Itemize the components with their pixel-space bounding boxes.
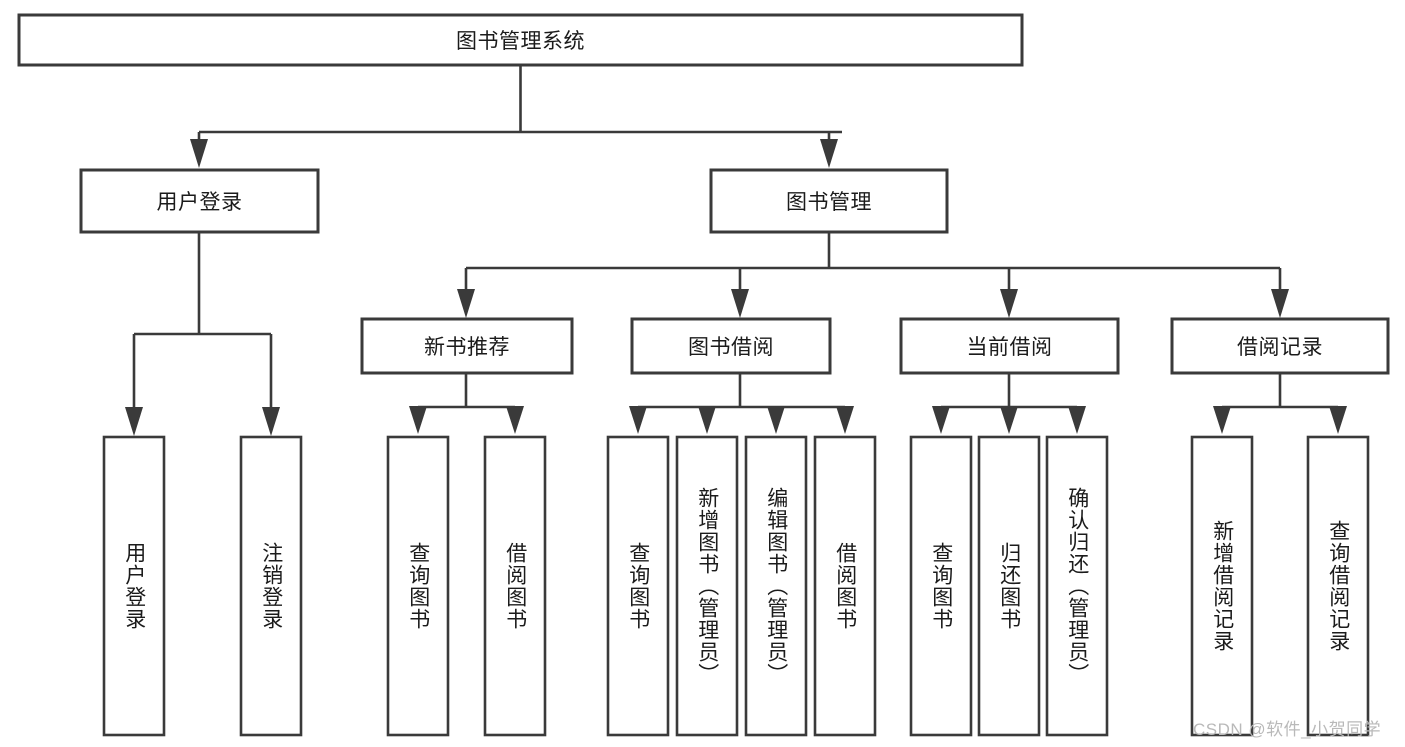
- node-user-login-box[interactable]: [79, 168, 320, 234]
- arrow-to-leaf-user-logout-icon: [262, 407, 280, 436]
- arrow-to-leaf-borrow-book-2-icon: [836, 406, 854, 434]
- node-leaf-query-book-2-box[interactable]: [606, 435, 670, 737]
- arrow-root-to-user-login-icon: [190, 139, 208, 168]
- node-leaf-add-book-box[interactable]: [675, 435, 739, 737]
- node-leaf-user-login-box[interactable]: [102, 435, 166, 737]
- arrow-root-to-book-manage-icon: [820, 139, 838, 168]
- node-leaf-borrow-book-2-box[interactable]: [813, 435, 877, 737]
- node-leaf-edit-book-box[interactable]: [744, 435, 808, 737]
- node-leaf-user-logout-box[interactable]: [239, 435, 303, 737]
- node-borrow-record-box[interactable]: [1170, 317, 1390, 375]
- arrow-to-leaf-add-book-icon: [698, 406, 716, 434]
- node-leaf-confirm-return-box[interactable]: [1045, 435, 1109, 737]
- arrow-to-book-borrow-icon: [731, 289, 749, 318]
- arrow-to-leaf-confirm-return-icon: [1068, 406, 1086, 434]
- arrow-to-leaf-user-login-icon: [125, 407, 143, 436]
- node-leaf-query-record-box[interactable]: [1306, 435, 1370, 737]
- arrow-to-new-book-recommend-icon: [457, 289, 475, 318]
- arrow-to-leaf-return-book-icon: [1000, 406, 1018, 434]
- node-current-borrow-box[interactable]: [899, 317, 1120, 375]
- node-book-borrow-box[interactable]: [630, 317, 832, 375]
- node-leaf-query-book-3-box[interactable]: [909, 435, 973, 737]
- arrow-to-borrow-record-icon: [1271, 289, 1289, 318]
- arrow-to-leaf-query-book-1-icon: [409, 406, 427, 434]
- arrow-to-leaf-query-book-3-icon: [932, 406, 950, 434]
- node-new-book-recommend-box[interactable]: [360, 317, 574, 375]
- node-leaf-query-book-1-box[interactable]: [386, 435, 450, 737]
- csdn-watermark: CSDN @软件_小贺同学: [1193, 720, 1382, 739]
- node-root-box[interactable]: [17, 13, 1024, 67]
- arrow-to-leaf-query-record-icon: [1329, 406, 1347, 434]
- node-leaf-return-book-box[interactable]: [977, 435, 1041, 737]
- arrow-to-leaf-edit-book-icon: [767, 406, 785, 434]
- arrow-to-leaf-borrow-book-1-icon: [506, 406, 524, 434]
- arrow-to-leaf-add-record-icon: [1213, 406, 1231, 434]
- node-leaf-add-record-box[interactable]: [1190, 435, 1254, 737]
- arrow-to-leaf-query-book-2-icon: [629, 406, 647, 434]
- node-book-manage-box[interactable]: [709, 168, 949, 234]
- node-leaf-borrow-book-1-box[interactable]: [483, 435, 547, 737]
- arrow-to-current-borrow-icon: [1000, 289, 1018, 318]
